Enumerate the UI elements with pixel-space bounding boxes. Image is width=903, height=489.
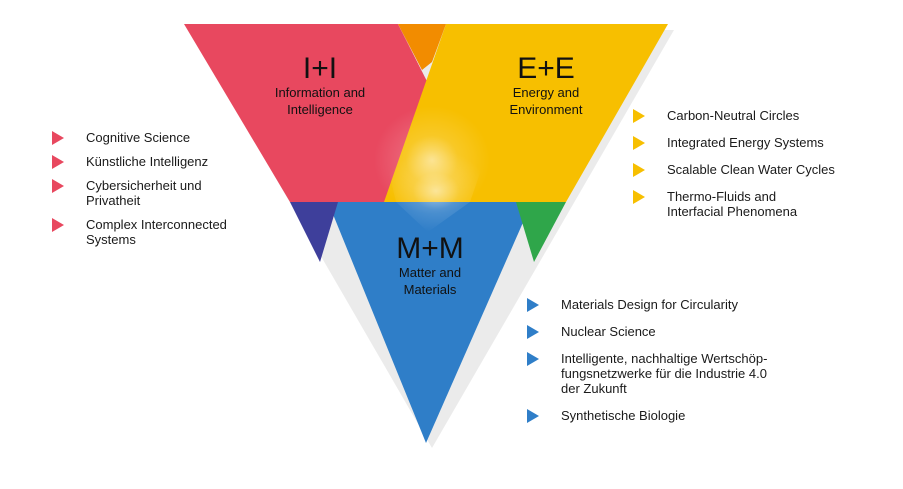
segment-ee-abbr: E+E [517, 52, 575, 85]
list-item-label: Synthetische Biologie [561, 408, 686, 423]
segment-ee-line1: Energy and [513, 85, 580, 100]
segment-ee-line2: Environment [510, 102, 583, 117]
list-item-label: Carbon-Neutral Circles [667, 108, 800, 123]
list-item-label: Künstliche Intelligenz [86, 154, 209, 169]
list-item: Intelligente, nachhaltige Wertschöp- fun… [527, 351, 767, 396]
list-item-label: Integrated Energy Systems [667, 135, 824, 150]
list-item-label: Scalable Clean Water Cycles [667, 162, 835, 177]
list-item: Künstliche Intelligenz [52, 154, 227, 169]
triangle-bullet-icon [527, 298, 539, 312]
segment-ii-line1: Information and [275, 85, 365, 100]
segment-mm [328, 202, 532, 443]
list-item-label: Cybersicherheit und Privatheit [86, 178, 202, 208]
triangle-bullet-icon [527, 409, 539, 423]
segment-mm-line1: Matter and [399, 265, 461, 280]
triangle-bullet-icon [633, 190, 645, 204]
segment-mm-line2: Materials [404, 282, 457, 297]
center-glow [374, 106, 490, 214]
triangle-bullet-icon [633, 109, 645, 123]
triangle-bullet-icon [527, 352, 539, 366]
list-item: Scalable Clean Water Cycles [633, 162, 835, 177]
segment-ii-abbr: I+I [303, 52, 337, 85]
triangle-bullet-icon [527, 325, 539, 339]
segment-overlap-green [516, 202, 566, 262]
triangle-bullet-icon [633, 136, 645, 150]
list-item: Thermo-Fluids and Interfacial Phenomena [633, 189, 835, 219]
list-item-label: Cognitive Science [86, 130, 191, 145]
list-item-label: Complex Interconnected Systems [86, 217, 227, 247]
list-item-label: Thermo-Fluids and Interfacial Phenomena [667, 189, 798, 219]
triangle-bullet-icon [52, 179, 64, 193]
list-item-label: Intelligente, nachhaltige Wertschöp- fun… [561, 351, 768, 396]
segment-mm-abbr: M+M [396, 232, 464, 265]
list-item: Complex Interconnected Systems [52, 217, 227, 247]
list-item: Synthetische Biologie [527, 408, 767, 423]
list-item-label: Materials Design for Circularity [561, 297, 738, 312]
triangle-bullet-icon [52, 218, 64, 232]
segment-overlap-purple [290, 202, 338, 262]
list-item: Cognitive Science [52, 130, 227, 145]
segment-ii-line2: Intelligence [287, 102, 353, 117]
triangle-bullet-icon [633, 163, 645, 177]
list-item: Cybersicherheit und Privatheit [52, 178, 227, 208]
list-item: Nuclear Science [527, 324, 767, 339]
triangle-bullet-icon [52, 131, 64, 145]
list-item: Materials Design for Circularity [527, 297, 767, 312]
list-item-label: Nuclear Science [561, 324, 656, 339]
list-item: Integrated Energy Systems [633, 135, 835, 150]
triangle-bullet-icon [52, 155, 64, 169]
segment-overlap-orange [398, 24, 446, 70]
list-item: Carbon-Neutral Circles [633, 108, 835, 123]
